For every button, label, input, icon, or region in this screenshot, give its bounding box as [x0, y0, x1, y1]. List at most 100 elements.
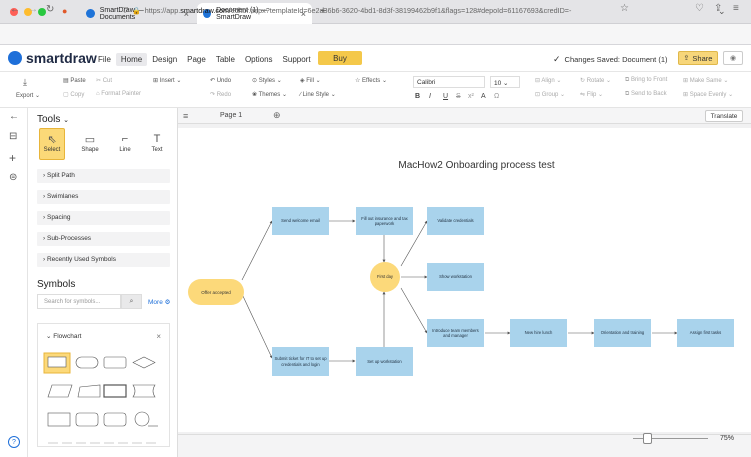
forward-arrow-icon[interactable]: → — [28, 4, 38, 15]
italic-button[interactable]: I — [429, 93, 431, 100]
share-button[interactable]: ⇪ Share — [678, 51, 718, 65]
close-tab-icon[interactable]: × — [300, 8, 306, 19]
fill-button[interactable]: ◈ Fill ⌄ — [300, 78, 321, 84]
page-list-menu-icon[interactable]: ≡ — [183, 111, 189, 121]
briefcase-icon[interactable]: ⊟ — [9, 131, 18, 142]
make-same-button[interactable]: ⊞ Make Same ⌄ — [683, 78, 729, 84]
node-introduce-team[interactable]: Introduce team members and manager — [427, 319, 484, 347]
rotate-button[interactable]: ↻ Rotate ⌄ — [580, 78, 612, 84]
node-set-up-workstation[interactable]: Set up workstation — [356, 347, 413, 376]
space-evenly-button[interactable]: ⊞ Space Evenly ⌄ — [683, 92, 734, 98]
manual-input-shape-icon — [77, 384, 101, 398]
tools-title[interactable]: Tools ⌄ — [37, 114, 70, 125]
redo-button[interactable]: ↷ Redo — [210, 92, 232, 98]
menu-support[interactable]: Support — [282, 55, 311, 64]
lock-icon: 🔒 — [132, 7, 141, 15]
node-assign-first-tasks[interactable]: Assign first tasks — [677, 319, 734, 347]
flowchart-library-header[interactable]: ⌄ Flowchart× — [37, 323, 170, 347]
zoom-slider-track[interactable] — [633, 438, 708, 439]
menu-file[interactable]: File — [98, 55, 111, 64]
node-show-workstation[interactable]: Show workstation — [427, 263, 484, 291]
symbol-search-input[interactable]: Search for symbols... — [37, 294, 121, 309]
node-orientation-training[interactable]: Orientation and training — [594, 319, 651, 347]
select-tool[interactable]: ⇖Select — [40, 133, 64, 153]
add-page-icon[interactable]: ⊕ — [273, 110, 281, 120]
more-symbols-link[interactable]: More ⚙ — [148, 299, 171, 306]
menu-home[interactable]: Home — [115, 53, 148, 66]
insert-button[interactable]: ⊞ Insert ⌄ — [153, 78, 182, 84]
node-first-day[interactable]: First day — [370, 262, 400, 292]
font-family-select[interactable]: Calibri — [413, 76, 485, 88]
bring-to-front-button[interactable]: ⧉ Bring to Front — [625, 77, 668, 83]
close-window-button[interactable] — [10, 8, 18, 16]
group-button[interactable]: ⊡ Group ⌄ — [535, 92, 566, 98]
section-spacing[interactable]: › Spacing — [37, 211, 170, 225]
section-recently-used-symbols[interactable]: › Recently Used Symbols — [37, 253, 170, 267]
translate-button[interactable]: Translate — [705, 110, 743, 122]
browser-tab-documents[interactable]: SmartDraw — Documents × — [80, 3, 195, 24]
line-style-button[interactable]: ∕ Line Style ⌄ — [300, 92, 336, 98]
copy-button[interactable]: ▢ Copy — [63, 92, 85, 98]
new-tab-button[interactable]: + — [320, 5, 327, 17]
symbol-button[interactable]: Ω — [494, 93, 500, 100]
node-fill-out-insurance[interactable]: Fill out insurance and tax paperwork — [356, 207, 413, 235]
line-tool[interactable]: ⌐Line — [113, 133, 137, 153]
menu-page[interactable]: Page — [187, 55, 206, 64]
font-color-button[interactable]: A — [481, 93, 486, 100]
section-split-path[interactable]: › Split Path — [37, 169, 170, 183]
pocket-icon[interactable]: ♡ — [695, 3, 704, 14]
view-eye-button[interactable]: ◉ — [723, 51, 743, 65]
underline-button[interactable]: U — [443, 93, 449, 100]
paste-button[interactable]: ▤ Paste — [63, 78, 86, 84]
node-new-hire-lunch[interactable]: New hire lunch — [510, 319, 567, 347]
styles-button[interactable]: ⊙ Styles ⌄ — [252, 78, 282, 84]
add-icon[interactable]: + — [9, 151, 17, 165]
shape-tool[interactable]: ▭Shape — [78, 133, 102, 153]
back-arrow-icon[interactable]: ← — [10, 4, 20, 15]
menu-options[interactable]: Options — [244, 55, 273, 64]
export-button[interactable]: Export ⌄ — [16, 93, 41, 99]
undo-button[interactable]: ↶ Undo — [210, 78, 232, 84]
database-icon[interactable]: ⊜ — [9, 172, 18, 183]
collapse-arrow-icon[interactable]: ← — [9, 111, 19, 122]
font-size-select[interactable]: 10 ⌄ — [490, 76, 520, 88]
node-offer-accepted[interactable]: Offer accepted — [188, 279, 244, 305]
cut-button[interactable]: ✂ Cut — [96, 78, 113, 84]
close-tab-icon[interactable]: × — [183, 8, 189, 19]
bookmark-star-icon[interactable]: ☆ — [620, 3, 629, 14]
reload-icon[interactable]: ↻ — [46, 4, 55, 15]
send-to-back-button[interactable]: ⧉ Send to Back — [625, 91, 667, 97]
rectangle-icon: ▭ — [84, 134, 96, 146]
buy-button[interactable]: Buy — [318, 51, 362, 65]
flip-button[interactable]: ⇋ Flip ⌄ — [580, 92, 604, 98]
strikethrough-button[interactable]: S — [456, 93, 461, 100]
minimize-window-button[interactable] — [24, 8, 32, 16]
url-field[interactable]: ⛉ 🔒 https://app.smartdraw.com/editor.asp… — [122, 5, 572, 16]
menu-design[interactable]: Design — [152, 55, 178, 64]
page-tab-1[interactable]: Page 1 — [220, 112, 243, 119]
zoom-slider-handle[interactable] — [643, 433, 652, 444]
superscript-button[interactable]: x² — [468, 93, 474, 100]
node-send-welcome-email[interactable]: Send welcome email — [272, 207, 329, 235]
maximize-window-button[interactable] — [38, 8, 46, 16]
format-painter-button[interactable]: ⌂ Format Painter — [96, 91, 141, 97]
bold-button[interactable]: B — [415, 93, 421, 100]
effects-button[interactable]: ☆ Effects ⌄ — [355, 78, 387, 84]
menu-table[interactable]: Table — [215, 55, 235, 64]
themes-button[interactable]: ❀ Themes ⌄ — [252, 92, 287, 98]
diagram-title[interactable]: MacHow2 Onboarding process test — [398, 160, 555, 171]
connector-firstday-validate — [400, 220, 428, 267]
flowchart-shape-icons[interactable] — [38, 347, 171, 447]
help-icon[interactable]: ? — [8, 436, 20, 448]
node-submit-ticket[interactable]: Submit ticket for IT to set up credentia… — [272, 347, 329, 376]
tab-list-chevron-icon[interactable]: ⌄ — [718, 6, 726, 16]
section-swimlanes[interactable]: › Swimlanes — [37, 190, 170, 204]
search-icon[interactable]: ⌕ — [121, 294, 142, 309]
extensions-icon[interactable]: ⇪ — [714, 3, 723, 14]
hamburger-menu-icon[interactable]: ≡ — [733, 3, 739, 14]
section-sub-processes[interactable]: › Sub-Processes — [37, 232, 170, 246]
align-button[interactable]: ⊟ Align ⌄ — [535, 78, 562, 84]
browser-tab-document[interactable]: Document (1) — SmartDraw × — [197, 3, 312, 24]
node-validate-credentials[interactable]: Validate credentials — [427, 207, 484, 235]
